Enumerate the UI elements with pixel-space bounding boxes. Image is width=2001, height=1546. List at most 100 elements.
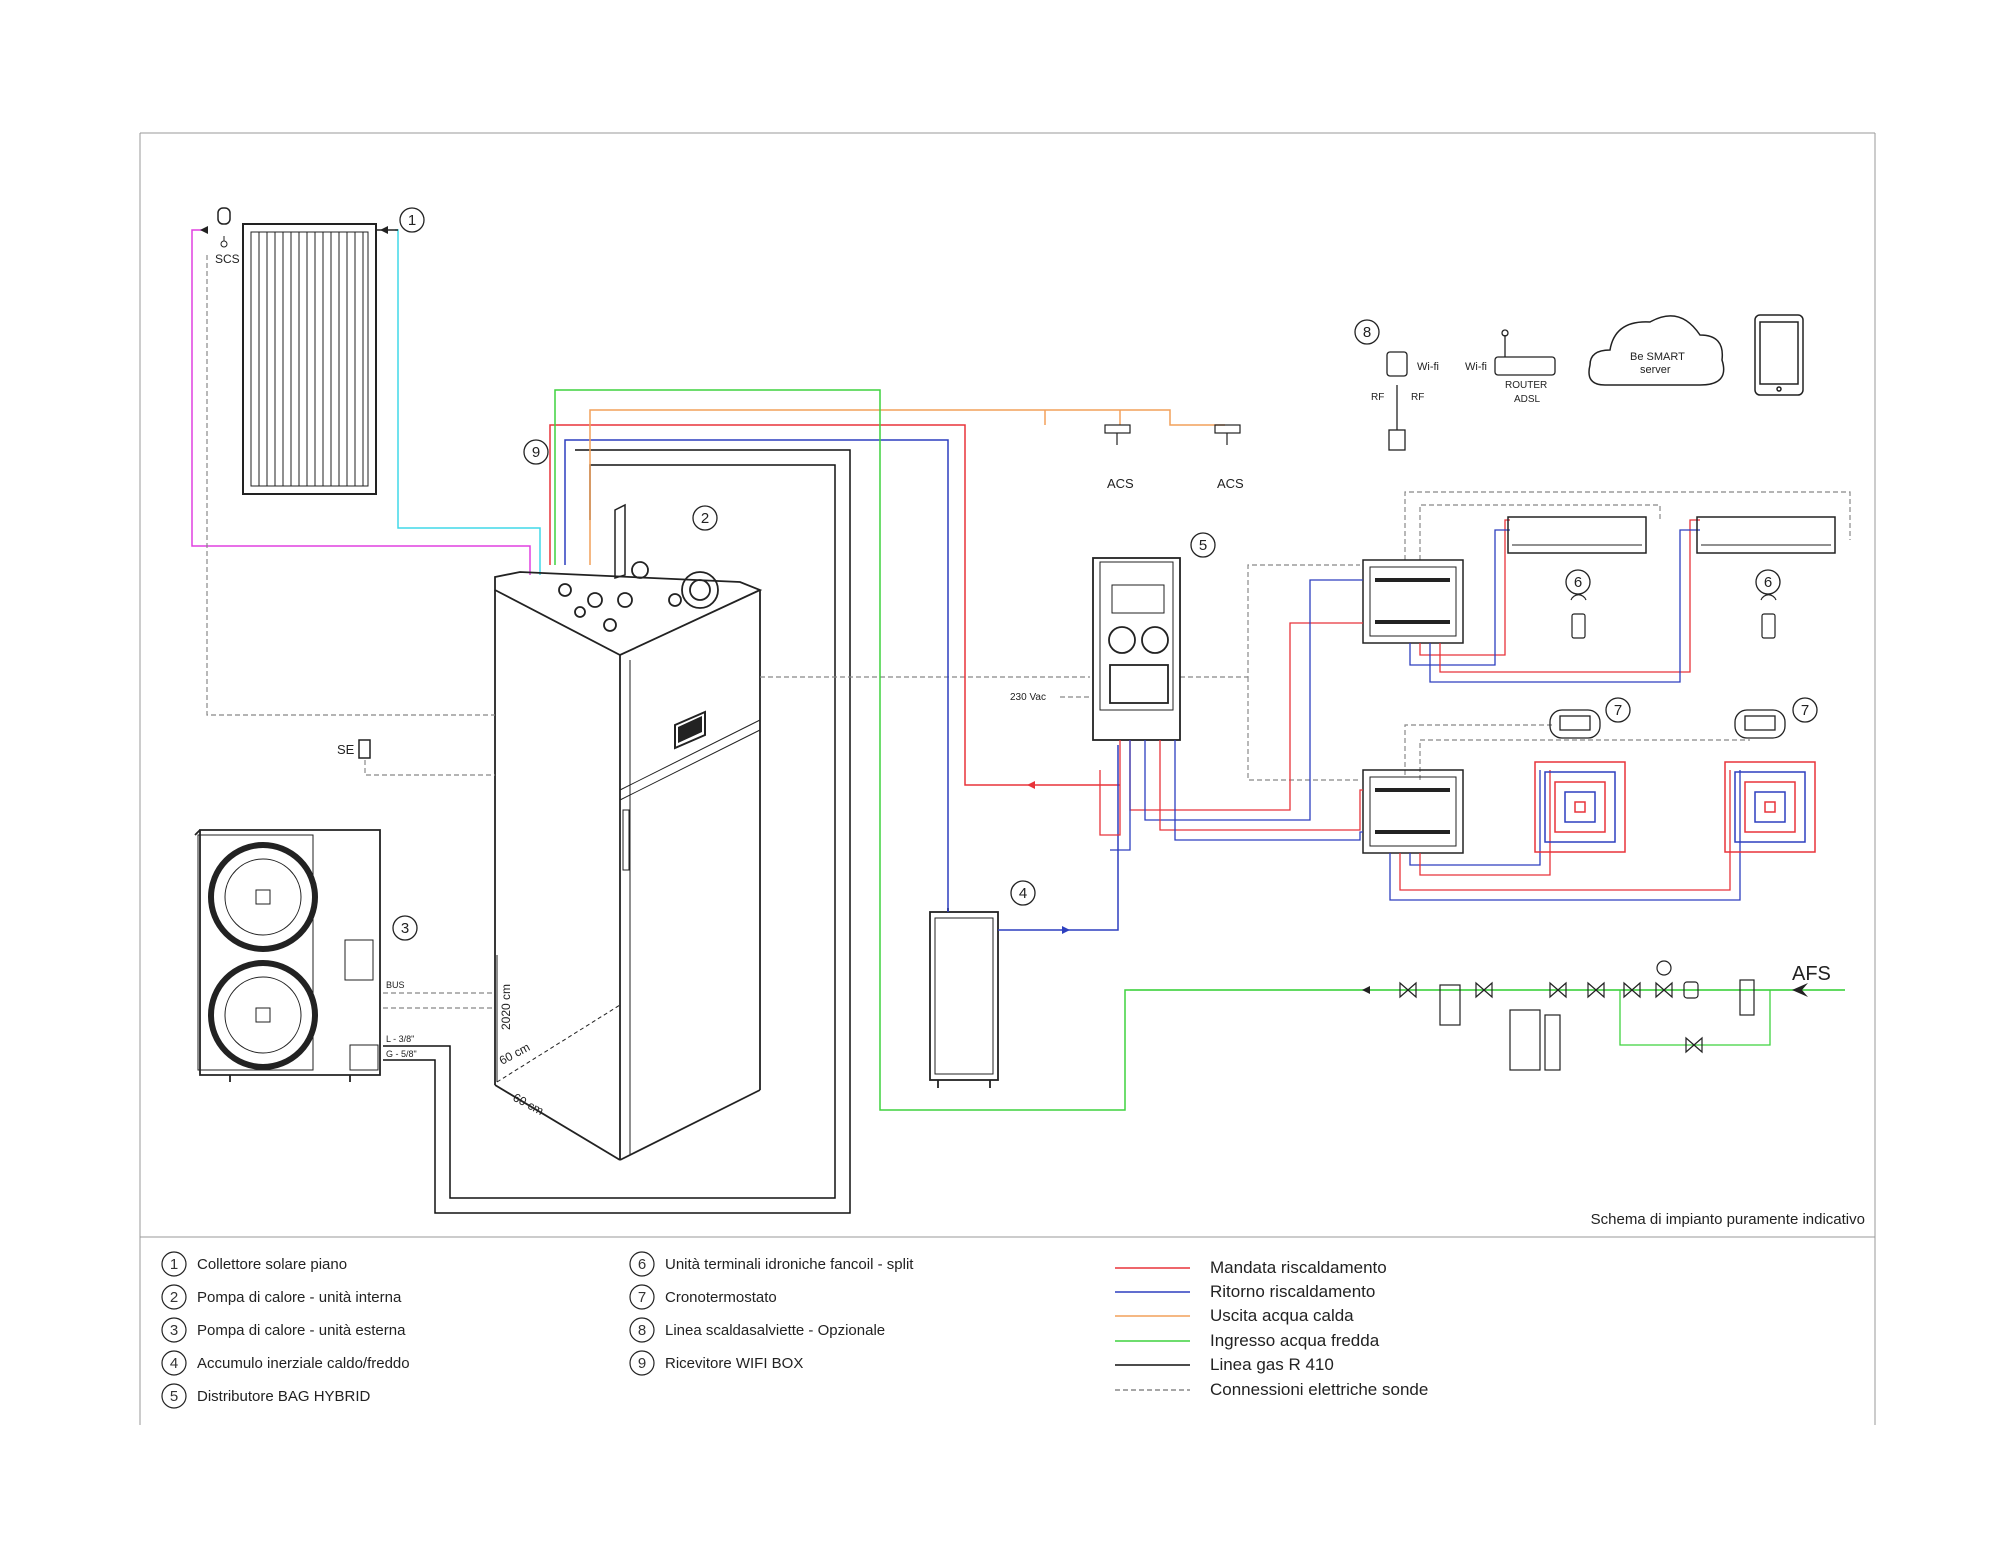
rf-label-2: RF <box>1411 392 1424 403</box>
router <box>1494 329 1556 376</box>
router-label: ROUTER <box>1505 380 1547 391</box>
svg-text:Linea scaldasalviette - Opzion: Linea scaldasalviette - Opzionale <box>665 1322 885 1339</box>
acs-outlet-2 <box>1214 424 1241 445</box>
wifi-label-2: Wi-fi <box>1465 361 1487 373</box>
svg-text:Unità terminali idroniche fanc: Unità terminali idroniche fancoil - spli… <box>665 1256 914 1273</box>
legend-item-6: 6 Unità terminali idroniche fancoil - sp… <box>629 1251 914 1277</box>
svg-text:Ritorno riscaldamento: Ritorno riscaldamento <box>1210 1282 1375 1301</box>
server-label-line2: server <box>1640 364 1671 376</box>
legend-item-8: 8 Linea scaldasalviette - Opzionale <box>629 1317 885 1343</box>
callout-7b: 7 <box>1792 697 1818 723</box>
svg-text:Uscita acqua calda: Uscita acqua calda <box>1210 1306 1354 1325</box>
svg-text:6: 6 <box>638 1256 646 1273</box>
legend-item-4: 4 Accumulo inerziale caldo/freddo <box>161 1350 410 1376</box>
svg-text:1: 1 <box>408 212 416 229</box>
legend-item-3: 3 Pompa di calore - unità esterna <box>161 1317 406 1343</box>
callout-4: 4 <box>1010 880 1036 906</box>
height-dimension: 2020 cm <box>499 984 513 1030</box>
dimension-lines <box>496 955 621 1083</box>
legend-item-5: 5 Distributore BAG HYBRID <box>161 1383 371 1409</box>
callout-2: 2 <box>692 505 718 531</box>
remote-control-2 <box>1760 594 1777 639</box>
outdoor-unit <box>194 829 381 1082</box>
distribution-pipes <box>1099 519 1741 901</box>
svg-text:Accumulo inerziale caldo/fredd: Accumulo inerziale caldo/freddo <box>197 1355 410 1372</box>
fancoil-split-1 <box>1507 516 1647 554</box>
svg-text:Collettore solare piano: Collettore solare piano <box>197 1256 347 1273</box>
svg-text:5: 5 <box>170 1388 178 1405</box>
depth-dimension: 60 cm <box>511 1090 546 1118</box>
svg-text:2: 2 <box>701 510 709 527</box>
solar-pipes <box>191 226 541 575</box>
chronothermostat-2 <box>1734 709 1786 739</box>
power-label: 230 Vac <box>1010 692 1046 703</box>
diagram-frame <box>139 132 1876 1425</box>
svg-text:4: 4 <box>1019 885 1027 902</box>
acs-outlet-1 <box>1104 424 1131 445</box>
diagram-note: Schema di impianto puramente indicativo <box>1591 1211 1865 1228</box>
gas-l-label: L - 3/8" <box>386 1034 414 1044</box>
legend-item-2: 2 Pompa di calore - unità interna <box>161 1284 402 1310</box>
floor-heating-coil-1 <box>1534 761 1626 853</box>
line-legend-cold-water: Ingresso acqua fredda <box>1115 1331 1380 1350</box>
line-legend-hot-water: Uscita acqua calda <box>1115 1306 1354 1325</box>
callout-5: 5 <box>1190 532 1216 558</box>
callout-8: 8 <box>1354 319 1380 345</box>
svg-text:Cronotermostato: Cronotermostato <box>665 1289 777 1306</box>
callout-1: 1 <box>399 207 425 233</box>
legend-item-1: 1 Collettore solare piano <box>161 1251 347 1277</box>
svg-text:Ingresso acqua fredda: Ingresso acqua fredda <box>1210 1331 1380 1350</box>
svg-text:8: 8 <box>1363 324 1371 341</box>
svg-text:7: 7 <box>1614 702 1622 719</box>
svg-text:Ricevitore WIFI BOX: Ricevitore WIFI BOX <box>665 1355 803 1372</box>
cold-water-inlet-line <box>1130 983 1845 1046</box>
svg-text:3: 3 <box>401 920 409 937</box>
cloud-server <box>1588 315 1725 386</box>
server-label-line1: Be SMART <box>1630 351 1685 363</box>
callout-9: 9 <box>523 439 549 465</box>
wifi-box <box>1386 351 1408 451</box>
line-legend-electric: Connessioni elettriche sonde <box>1115 1380 1428 1399</box>
svg-text:9: 9 <box>532 444 540 461</box>
svg-text:3: 3 <box>170 1322 178 1339</box>
electric-lines <box>206 255 1851 1009</box>
svg-text:2: 2 <box>170 1289 178 1306</box>
svg-text:1: 1 <box>170 1256 178 1273</box>
svg-text:8: 8 <box>638 1322 646 1339</box>
legend-item-7: 7 Cronotermostato <box>629 1284 777 1310</box>
gas-g-label: G - 5/8" <box>386 1049 417 1059</box>
svg-text:9: 9 <box>638 1355 646 1372</box>
svg-text:Linea gas R 410: Linea gas R 410 <box>1210 1355 1334 1374</box>
line-legend-return: Ritorno riscaldamento <box>1115 1282 1375 1301</box>
line-legend-supply: Mandata riscaldamento <box>1115 1258 1387 1277</box>
remote-control-1 <box>1570 594 1587 639</box>
bus-label: BUS <box>386 980 405 990</box>
acs-label-2: ACS <box>1217 476 1244 491</box>
callout-6a: 6 <box>1565 569 1591 595</box>
adsl-label: ADSL <box>1514 394 1541 405</box>
callout-7a: 7 <box>1605 697 1631 723</box>
heating-main-lines <box>549 389 1845 1111</box>
svg-text:Connessioni elettriche sonde: Connessioni elettriche sonde <box>1210 1380 1428 1399</box>
se-label: SE <box>337 742 355 757</box>
fancoil-split-2 <box>1696 516 1836 554</box>
svg-text:4: 4 <box>170 1355 178 1372</box>
callout-6b: 6 <box>1755 569 1781 595</box>
manifold-upper <box>1362 559 1464 644</box>
accumulator <box>929 908 999 1088</box>
gas-lines <box>383 449 851 1214</box>
svg-text:6: 6 <box>1764 574 1772 591</box>
svg-text:Pompa di calore - unità estern: Pompa di calore - unità esterna <box>197 1322 406 1339</box>
afs-valves <box>1399 960 1755 1071</box>
svg-text:6: 6 <box>1574 574 1582 591</box>
callout-3: 3 <box>392 915 418 941</box>
scs-label: SCS <box>215 252 240 266</box>
acs-label-1: ACS <box>1107 476 1134 491</box>
svg-text:7: 7 <box>638 1289 646 1306</box>
svg-text:7: 7 <box>1801 702 1809 719</box>
tablet <box>1754 314 1804 396</box>
manifold-lower <box>1362 769 1464 854</box>
rf-label-1: RF <box>1371 392 1384 403</box>
indoor-unit <box>494 503 763 1161</box>
